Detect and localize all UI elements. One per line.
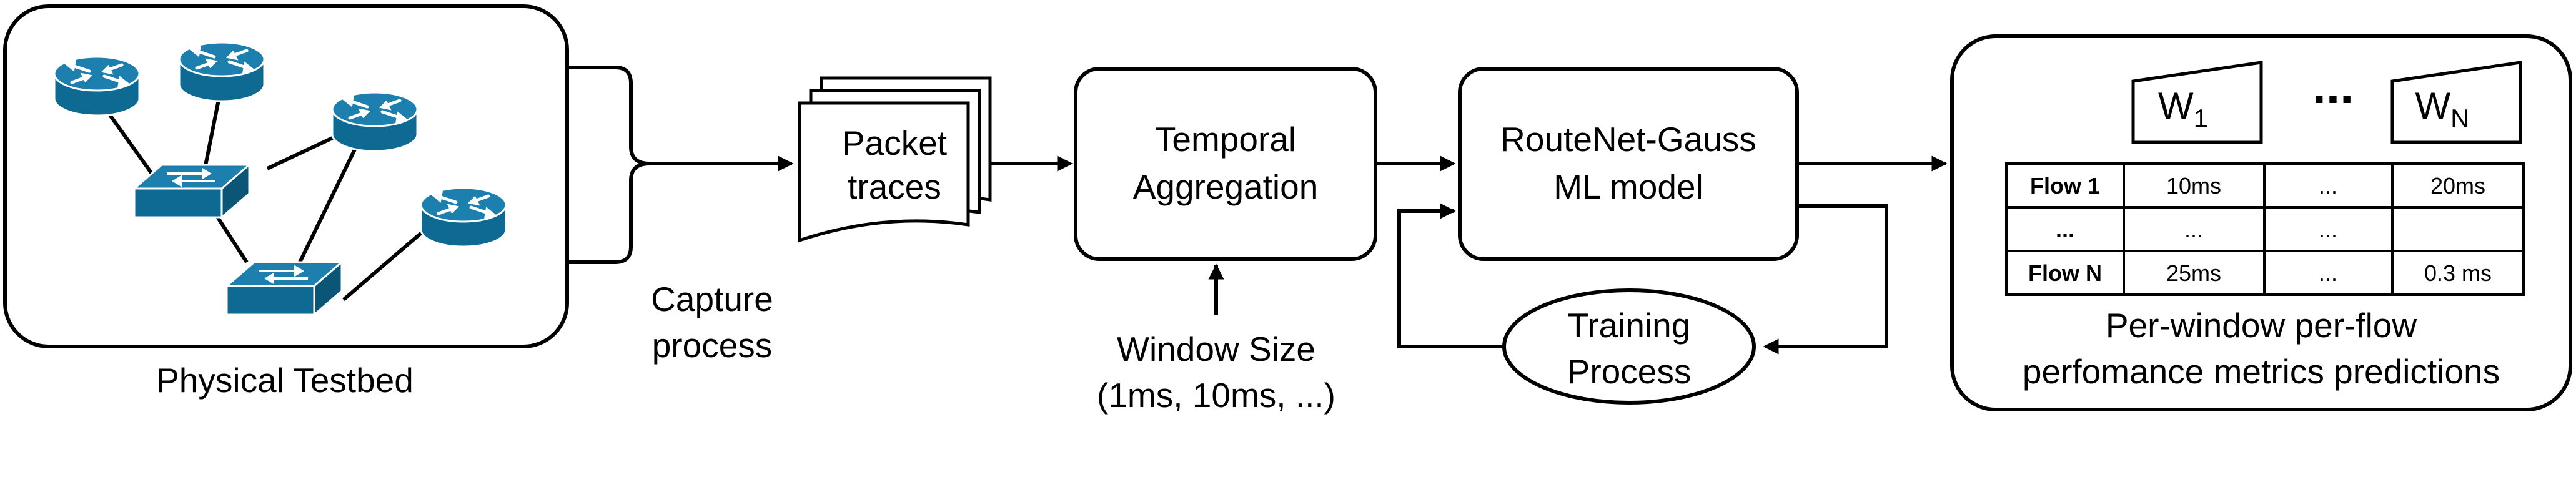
router-icon [179, 42, 264, 101]
temporal-aggregation-line2: Aggregation [1133, 167, 1319, 206]
table-cell: ... [2319, 173, 2337, 199]
model-line1: RouteNet-Gauss [1500, 120, 1756, 159]
capture-brace [567, 66, 650, 264]
router-icon [54, 57, 139, 116]
window-last-label: WN [2415, 85, 2470, 133]
window-size-line2: (1ms, 10ms, ...) [1097, 376, 1335, 415]
window-shape-last [2390, 61, 2522, 144]
testbed-box [3, 4, 569, 348]
switch-icon [133, 164, 250, 219]
table-cell: 20ms [2430, 173, 2485, 199]
table-row: Flow 1 10ms ... 20ms [2030, 173, 2485, 199]
window-shape-first [2131, 61, 2263, 144]
switch-icon [225, 261, 343, 316]
capture-label-line2: process [652, 326, 773, 365]
table-cell-flow: Flow N [2028, 260, 2102, 286]
packet-traces-stack [798, 76, 992, 243]
router-icon [332, 92, 417, 151]
table-cell-flow: ... [2056, 217, 2074, 242]
training-line1: Training [1568, 306, 1691, 345]
table-row: ... ... ... [2056, 217, 2337, 242]
table-cell: ... [2184, 217, 2203, 242]
table-cell: 10ms [2166, 173, 2221, 199]
window-size-line1: Window Size [1117, 330, 1315, 368]
window-first-label: W1 [2158, 85, 2208, 133]
table-cell: ... [2319, 260, 2337, 286]
prediction-table: Flow 1 10ms ... 20ms ... ... ... Flow N … [2005, 162, 2525, 296]
packet-traces-line1: Packet [842, 124, 947, 162]
model-box [1458, 67, 1799, 261]
temporal-aggregation-line1: Temporal [1155, 120, 1296, 159]
table-cell-flow: Flow 1 [2030, 173, 2100, 199]
window-ellipsis: ... [2312, 58, 2354, 114]
table-cell: 25ms [2166, 260, 2221, 286]
predictions-caption-line1: Per-window per-flow [2106, 306, 2417, 345]
training-line2: Process [1567, 352, 1692, 391]
model-to-training-arrow [1763, 204, 1888, 355]
model-line2: ML model [1553, 167, 1703, 206]
capture-label-line1: Capture [651, 280, 773, 318]
table-cell: ... [2319, 217, 2337, 242]
table-row: Flow N 25ms ... 0.3 ms [2028, 260, 2492, 286]
predictions-caption-line2: perfomance metrics predictions [2023, 352, 2500, 391]
packet-traces-line2: traces [848, 167, 941, 206]
temporal-aggregation-box [1074, 67, 1377, 261]
training-to-model-arrow [1397, 203, 1504, 348]
testbed-label: Physical Testbed [156, 361, 414, 400]
table-cell: 0.3 ms [2424, 260, 2492, 286]
router-icon [421, 188, 506, 247]
